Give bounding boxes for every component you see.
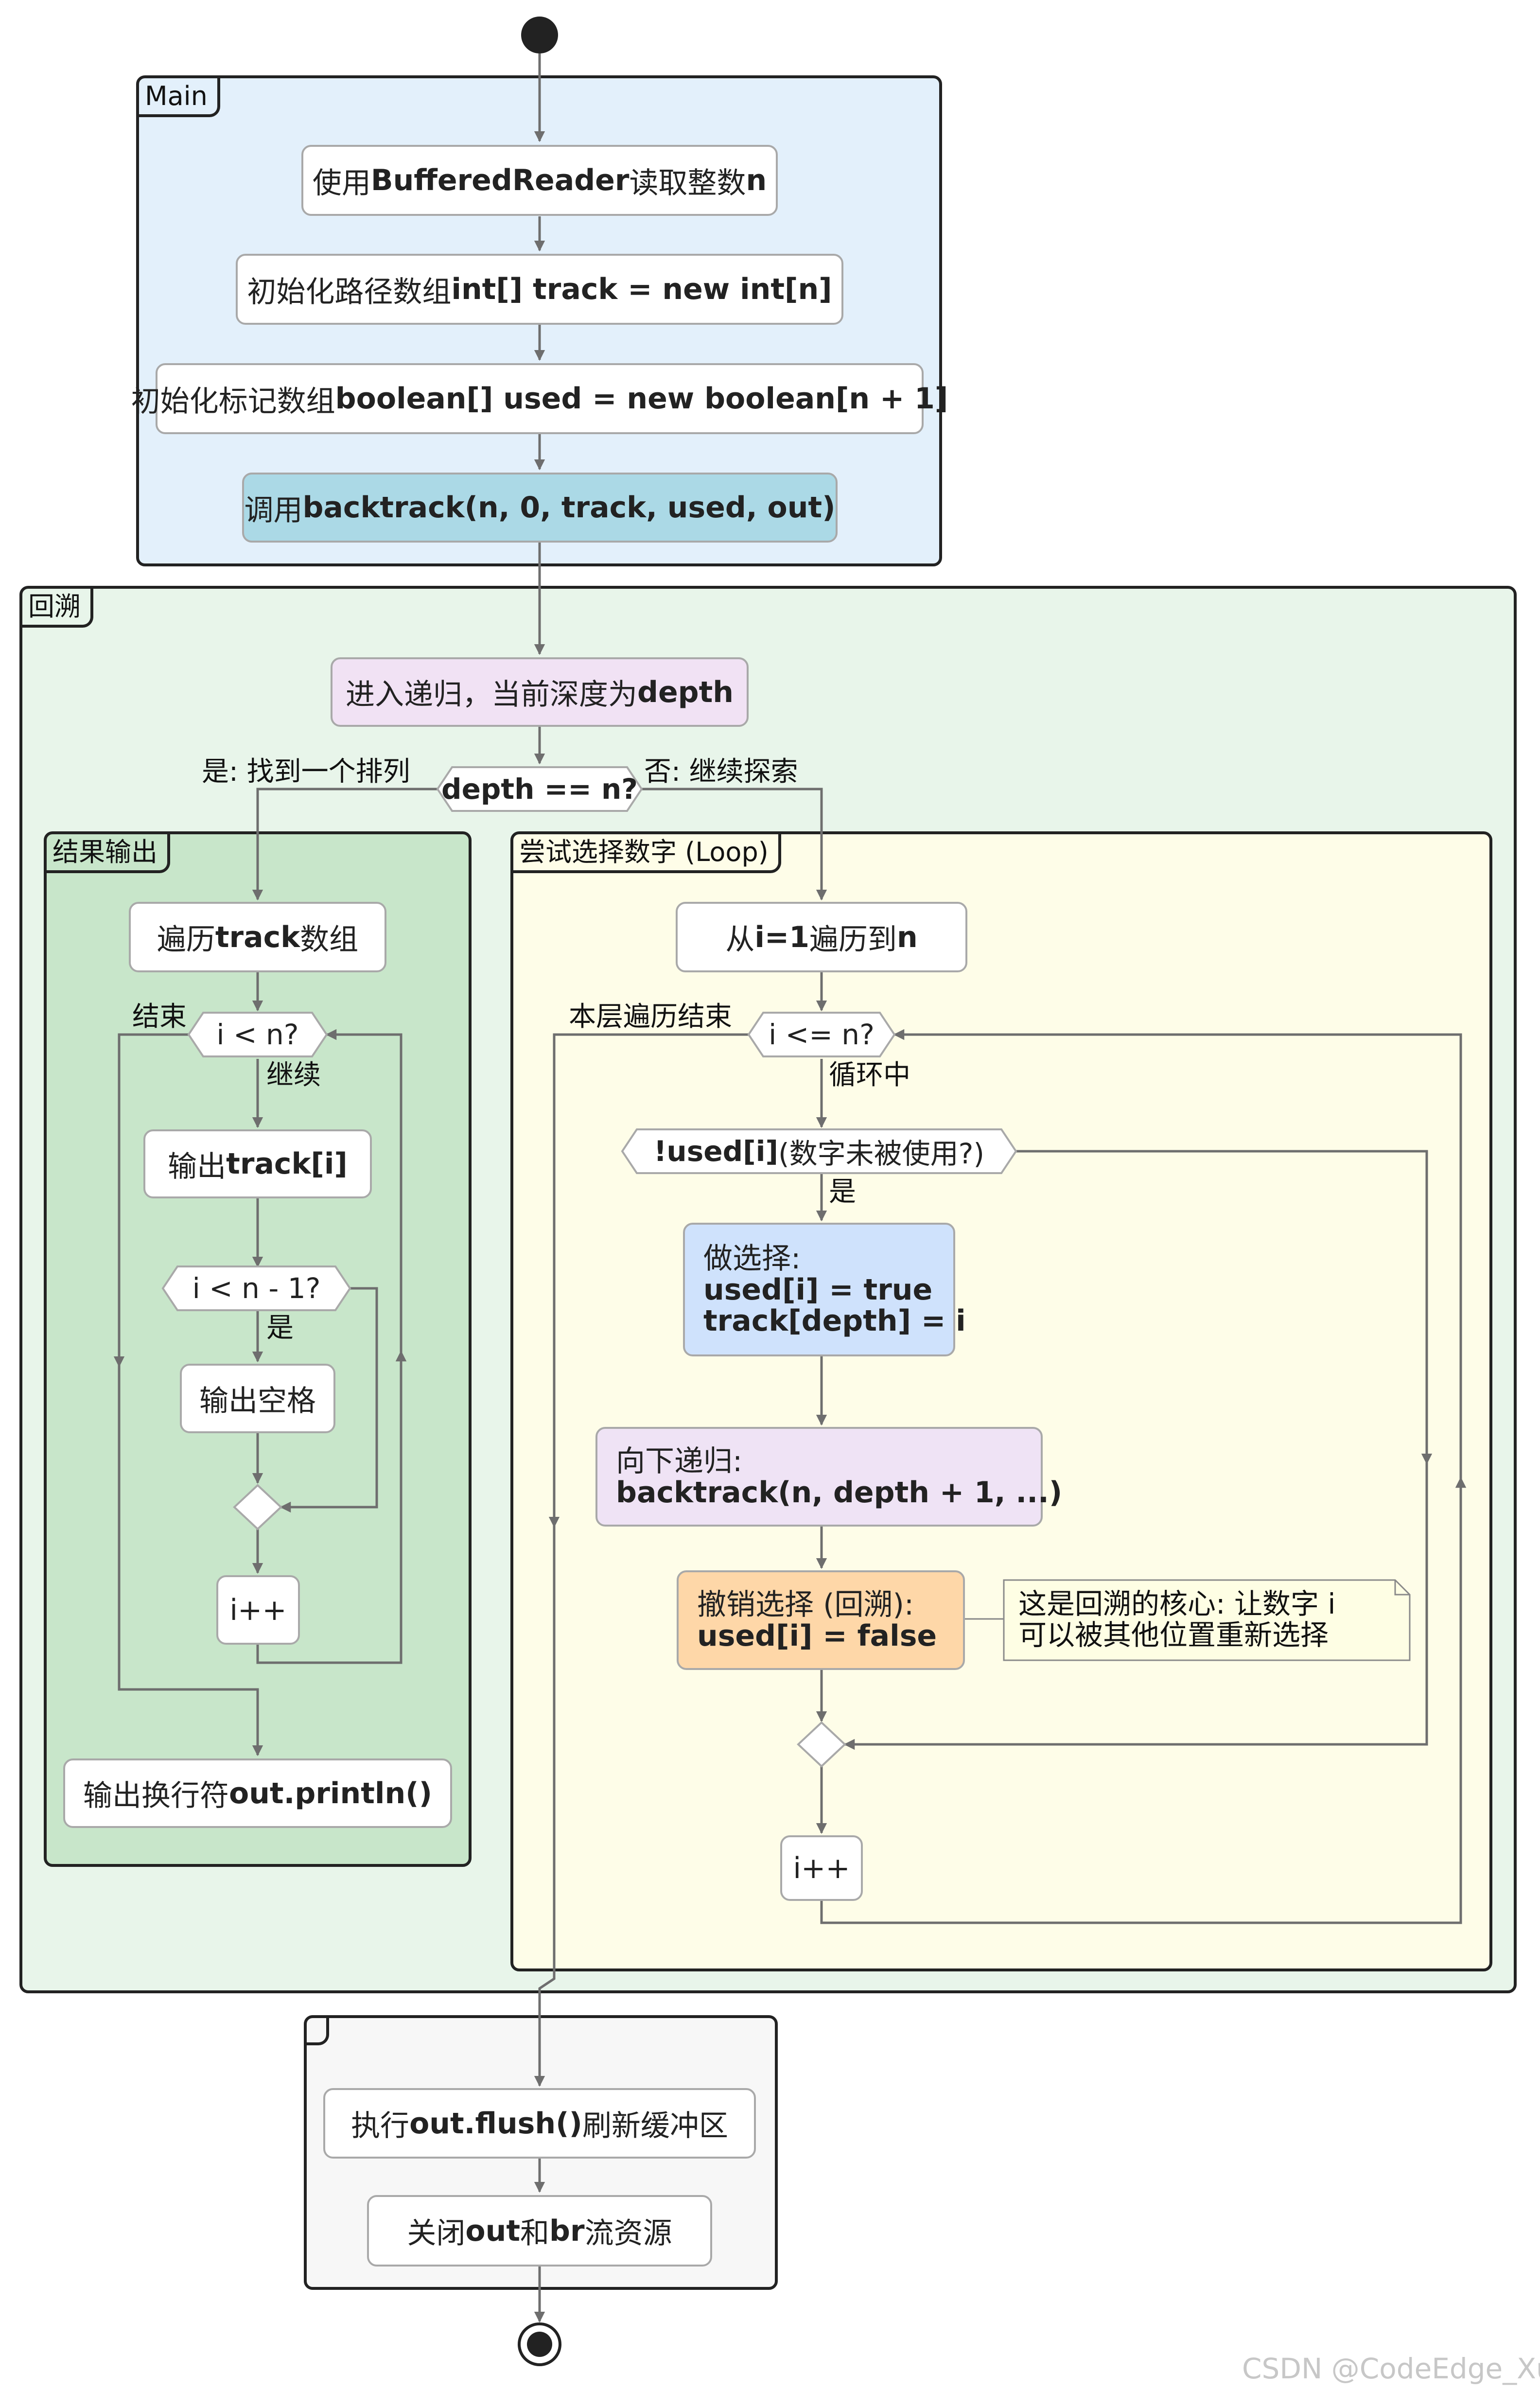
- result-exit-label: 结束: [132, 1001, 187, 1033]
- used-decision-label: !used[i] (数字未被使用?): [653, 1135, 985, 1170]
- watermark: CSDN @CodeEdge_Xu: [1242, 2352, 1540, 2385]
- loop-partition-title: 尝试选择数字 (Loop): [513, 834, 781, 873]
- note-shape: [1003, 1579, 1411, 1661]
- loop-in-label: 循环中: [829, 1059, 910, 1091]
- loop-exit-label: 本层遍历结束: [569, 1001, 732, 1033]
- read-n-action: 使用 BufferedReader 读取整数 n: [301, 145, 778, 216]
- finish-partition-tab: [307, 2018, 329, 2045]
- main-partition-title: Main: [139, 78, 220, 117]
- depth-decision-label: depth == n?: [441, 773, 638, 806]
- used-decision-shape: [621, 1128, 1017, 1174]
- loop-merge-diamond: [797, 1721, 846, 1768]
- end-node-inner: [527, 2332, 552, 2357]
- call-backtrack-action: 调用 backtrack(n, 0, track, used, out): [242, 473, 838, 543]
- space-decision-shape: [161, 1265, 351, 1311]
- loop-decision-label: i <= n?: [769, 1018, 875, 1051]
- result-loop-decision-label: i < n?: [216, 1018, 299, 1051]
- loop-decision-shape: [747, 1012, 896, 1057]
- result-partition-title: 结果输出: [47, 834, 170, 873]
- result-loop-decision-shape: [187, 1012, 328, 1057]
- used-yes-label: 是: [829, 1176, 856, 1208]
- iterate-track-action: 遍历 track 数组: [129, 902, 386, 972]
- init-used-action: 初始化标记数组 boolean[] used = new boolean[n +…: [131, 363, 948, 434]
- recurse-action: 向下递归:backtrack(n, depth + 1, ...): [595, 1427, 1062, 1527]
- depth-no-label: 否: 继续探索: [644, 756, 798, 788]
- close-streams-action: 关闭 out 和 br 流资源: [367, 2195, 712, 2267]
- result-increment-action: i++: [216, 1575, 300, 1645]
- start-node: [521, 17, 558, 53]
- space-decision-label: i < n - 1?: [192, 1272, 321, 1305]
- space-yes-label: 是: [266, 1312, 294, 1344]
- loop-increment-action: i++: [780, 1835, 863, 1901]
- backtrack-core-note: 这是回溯的核心: 让数字 i 可以被其他位置重新选择: [1018, 1587, 1336, 1652]
- undo-choice-action: 撤销选择 (回溯):used[i] = false: [677, 1570, 965, 1670]
- depth-decision-shape: [436, 766, 643, 812]
- result-merge-diamond: [233, 1484, 282, 1530]
- flush-action: 执行 out.flush() 刷新缓冲区: [323, 2088, 756, 2159]
- result-continue-label: 继续: [266, 1059, 321, 1091]
- enter-recursion-action: 进入递归，当前深度为 depth: [331, 657, 749, 727]
- print-space-action: 输出空格: [180, 1364, 335, 1433]
- depth-yes-label: 是: 找到一个排列: [202, 756, 410, 788]
- print-newline-action: 输出换行符 out.println(): [63, 1758, 452, 1828]
- backtrack-partition-title: 回溯: [22, 589, 93, 628]
- iterate-range-action: 从 i = 1 遍历到 n: [676, 902, 967, 972]
- init-track-action: 初始化路径数组 int[] track = new int[n]: [236, 254, 843, 325]
- print-track-action: 输出 track[i]: [143, 1129, 372, 1198]
- loop-partition: 尝试选择数字 (Loop): [510, 831, 1492, 1971]
